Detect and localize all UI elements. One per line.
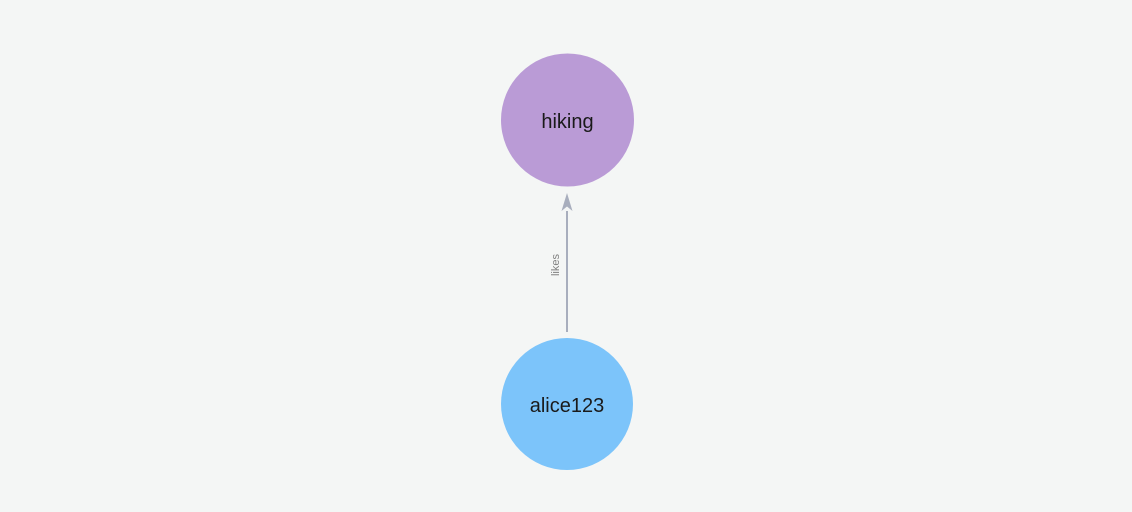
graph-node-hiking[interactable]: hiking — [501, 53, 634, 187]
graph-edge-likes[interactable]: likes — [550, 193, 573, 332]
node-circle-hiking — [501, 53, 634, 187]
edge-label-likes: likes — [550, 254, 562, 277]
node-label-hiking: hiking — [541, 111, 593, 133]
graph-node-alice123[interactable]: alice123 — [501, 338, 633, 470]
edge-arrowhead-icon — [561, 193, 573, 211]
node-label-alice123: alice123 — [530, 395, 605, 417]
node-circle-alice123 — [501, 338, 633, 470]
